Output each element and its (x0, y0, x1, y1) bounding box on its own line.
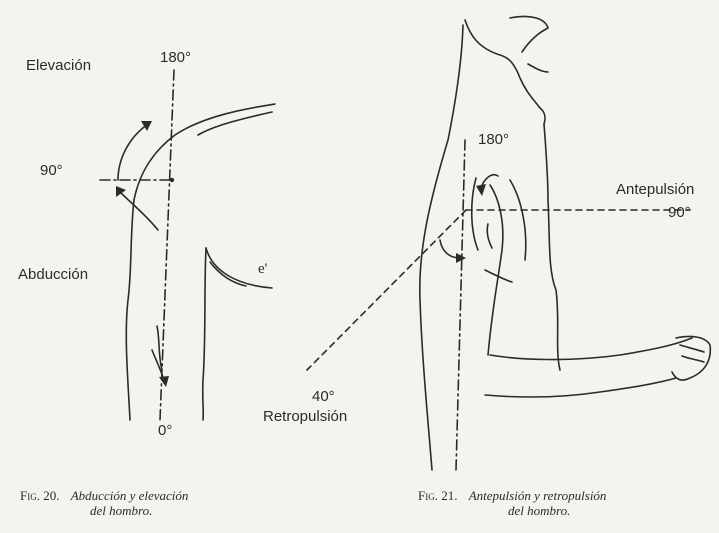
fig21-vertical-axis (456, 140, 465, 470)
fig20-abduction-arrow (116, 186, 158, 230)
label-40-right: 40° (312, 389, 335, 404)
label-180-right: 180° (478, 132, 509, 147)
fig21-head-outline (465, 16, 548, 124)
caption-fig21: Fig. 21. Antepulsión y retropulsión del … (418, 488, 606, 518)
label-0-left: 0° (158, 423, 172, 438)
label-180-left: 180° (160, 50, 191, 65)
caption-fig20-line2: del hombro. (20, 503, 188, 518)
label-90-right: 90° (668, 205, 691, 220)
caption-fig20-number: Fig. 20. (20, 488, 59, 503)
label-antepulsion: Antepulsión (616, 182, 694, 197)
fig21-forearm-arrow (487, 224, 492, 248)
label-90-left: 90° (40, 163, 63, 178)
label-elevacion: Elevación (26, 58, 91, 73)
fig21-body-outline (420, 25, 711, 470)
fig20-elevation-arrow (118, 121, 152, 180)
label-retropulsion: Retropulsión (263, 409, 347, 424)
label-e-prime: e' (258, 262, 267, 277)
fig21-retropulsion-axis (307, 210, 466, 370)
fig20-body-outline (126, 104, 275, 420)
caption-fig20-line1: Abducción y elevación (71, 488, 189, 503)
caption-fig21-number: Fig. 21. (418, 488, 457, 503)
caption-fig21-line1: Antepulsión y retropulsión (469, 488, 607, 503)
label-abduccion: Abducción (18, 267, 88, 282)
caption-fig20: Fig. 20. Abducción y elevación del hombr… (20, 488, 188, 518)
caption-fig21-line2: del hombro. (418, 503, 606, 518)
